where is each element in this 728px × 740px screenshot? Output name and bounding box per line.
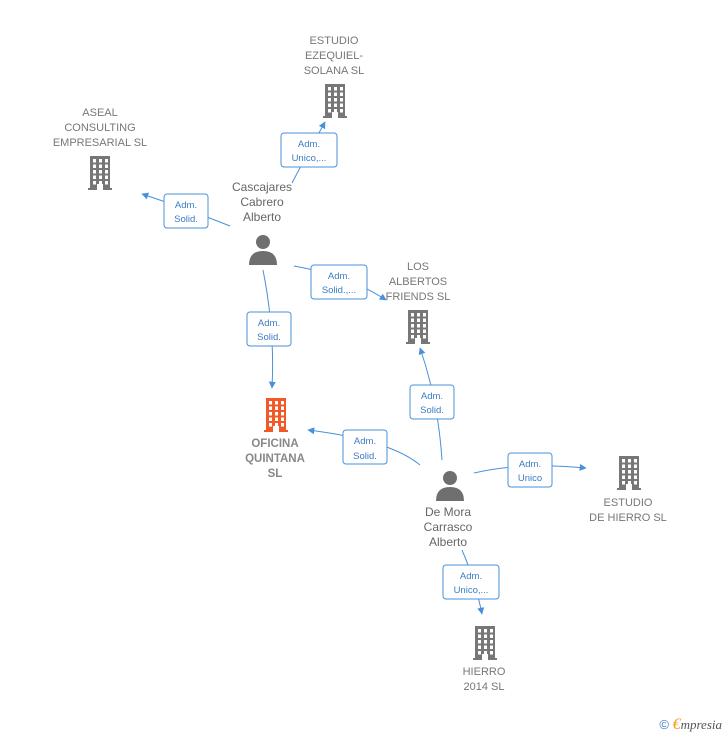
edge-label-e5[interactable]: Adm. Solid. xyxy=(409,384,455,420)
edge-label-e7-line1: Adm. xyxy=(519,459,541,470)
edge-label-e1-line2: Unico,... xyxy=(292,153,327,164)
edge-label-e2-line1: Adm. xyxy=(175,200,197,211)
company-node-hierro-2014[interactable]: HIERRO 2014 SL xyxy=(463,626,506,693)
building-icon xyxy=(264,398,288,432)
edge-lines xyxy=(141,121,587,615)
edge-label-e8-line2: Unico,... xyxy=(454,585,489,596)
building-icon xyxy=(617,456,641,490)
edge-label-e6-line2: Solid. xyxy=(353,451,377,462)
edge-label-e7[interactable]: Adm. Unico xyxy=(507,452,553,488)
company-label-line: 2014 SL xyxy=(464,681,505,693)
edge-label-e4-line1: Adm. xyxy=(258,318,280,329)
company-node-estudio-hierro[interactable]: ESTUDIO DE HIERRO SL xyxy=(589,456,667,524)
brand-logo-initial: € xyxy=(672,716,681,733)
edge-label-e1[interactable]: Adm. Unico,... xyxy=(280,132,338,168)
person-node-cascajares[interactable]: Cascajares Cabrero Alberto xyxy=(232,180,292,265)
company-label-line: SOLANA SL xyxy=(304,65,365,77)
edge-label-e5-line1: Adm. xyxy=(421,391,443,402)
company-label-line: ALBERTOS xyxy=(389,276,447,288)
person-label-line: Alberto xyxy=(243,210,281,224)
company-label-line: ASEAL xyxy=(82,107,117,119)
person-label-line: Cascajares xyxy=(232,180,292,194)
company-label-line: QUINTANA xyxy=(245,453,305,465)
company-label-line: ESTUDIO xyxy=(310,35,359,47)
company-label-line: HIERRO xyxy=(463,666,506,678)
company-label-line: CONSULTING xyxy=(64,122,135,134)
person-label-line: De Mora xyxy=(425,505,471,519)
person-label-line: Alberto xyxy=(429,535,467,549)
company-label-line: DE HIERRO SL xyxy=(589,512,667,524)
edge-label-e1-line1: Adm. xyxy=(298,139,320,150)
company-label-line: FRIENDS SL xyxy=(386,291,451,303)
edge-label-e6[interactable]: Adm. Solid. xyxy=(342,429,388,465)
company-node-estudio-ezequiel[interactable]: ESTUDIO EZEQUIEL- SOLANA SL xyxy=(304,35,365,118)
edge-label-e7-line2: Unico xyxy=(518,473,542,484)
edge-label-e5-line2: Solid. xyxy=(420,405,444,416)
building-icon xyxy=(323,84,347,118)
edge-label-e2[interactable]: Adm. Solid. xyxy=(163,193,209,229)
edge-label-e8[interactable]: Adm. Unico,... xyxy=(442,564,500,600)
company-label-line: OFICINA xyxy=(251,438,298,450)
edge-label-e2-line2: Solid. xyxy=(174,214,198,225)
building-icon xyxy=(88,156,112,190)
person-icon xyxy=(249,235,277,265)
company-node-aseal[interactable]: ASEAL CONSULTING EMPRESARIAL SL xyxy=(53,107,147,190)
copyright-symbol: © xyxy=(659,717,669,732)
edge-label-e3-line2: Solid.,... xyxy=(322,285,356,296)
building-icon xyxy=(406,310,430,344)
company-label-line: LOS xyxy=(407,261,429,273)
company-label-line: ESTUDIO xyxy=(604,497,653,509)
company-label-line: EZEQUIEL- xyxy=(305,50,363,62)
company-label-line: SL xyxy=(268,468,283,480)
edge-label-e3-line1: Adm. xyxy=(328,271,350,282)
person-icon xyxy=(436,471,464,501)
brand-logo-text: mpresia xyxy=(680,717,722,732)
footer-brand: © €mpresia xyxy=(659,716,722,734)
company-node-los-albertos[interactable]: LOS ALBERTOS FRIENDS SL xyxy=(386,261,451,344)
edge-label-e4[interactable]: Adm. Solid. xyxy=(246,311,292,347)
person-node-de-mora[interactable]: De Mora Carrasco Alberto xyxy=(424,471,473,549)
building-icon xyxy=(473,626,497,660)
edge-label-e3[interactable]: Adm. Solid.,... xyxy=(310,264,368,300)
company-label-line: EMPRESARIAL SL xyxy=(53,137,147,149)
edge-label-e4-line2: Solid. xyxy=(257,332,281,343)
edge-label-e6-line1: Adm. xyxy=(354,436,376,447)
person-label-line: Carrasco xyxy=(424,520,473,534)
company-node-oficina-quintana[interactable]: OFICINA QUINTANA SL xyxy=(245,398,305,480)
person-label-line: Cabrero xyxy=(240,195,284,209)
edge-label-e8-line1: Adm. xyxy=(460,571,482,582)
